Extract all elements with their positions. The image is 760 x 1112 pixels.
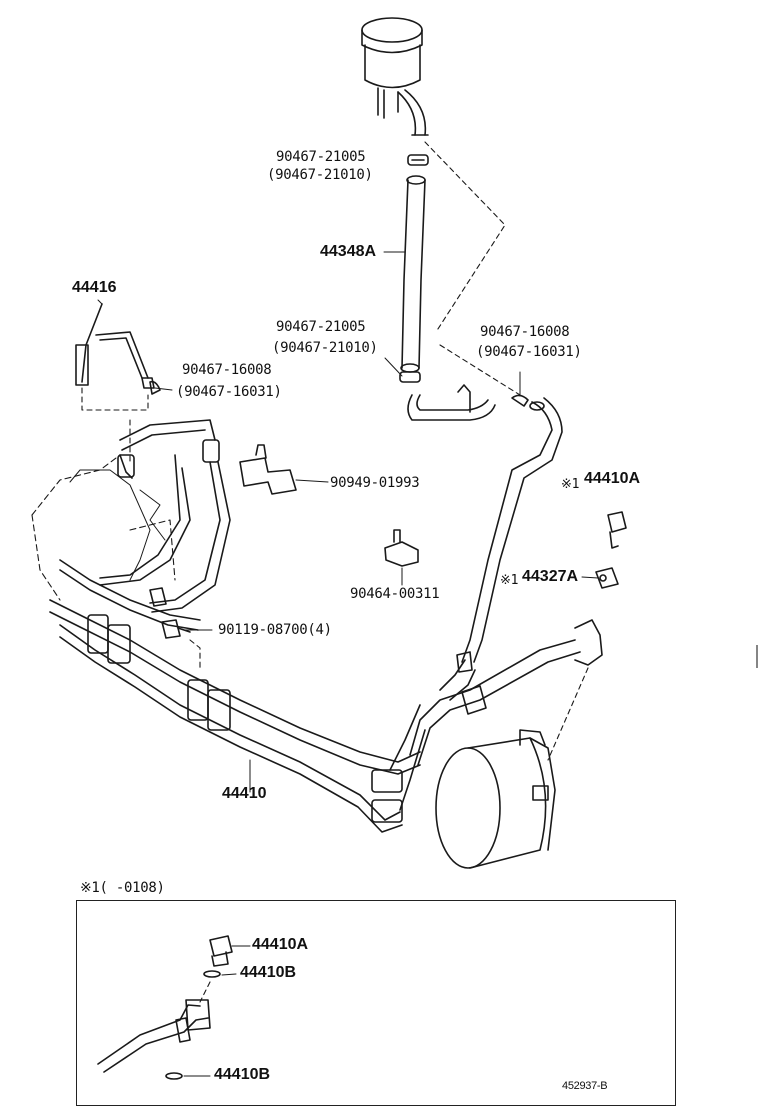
label-return-hose: 44348A bbox=[320, 243, 377, 260]
suction-hose bbox=[461, 397, 563, 663]
leader-lines-upper bbox=[424, 141, 521, 396]
label-clamp-90464: 90464-00311 bbox=[350, 586, 440, 602]
label-tube-44416: 44416 bbox=[72, 279, 117, 296]
mid-hose-clamp bbox=[399, 371, 421, 383]
engine-block bbox=[69, 469, 166, 581]
upper-hose-clamp bbox=[407, 154, 429, 166]
label-union-bolt-mark: ※1 bbox=[561, 477, 580, 492]
return-hose bbox=[400, 175, 426, 373]
inset-gasket-top bbox=[203, 970, 221, 978]
steering-pump-housing bbox=[435, 729, 556, 869]
reservoir-tank bbox=[361, 17, 429, 136]
pressure-tube-assembly bbox=[49, 419, 603, 833]
label-clamp-mid: 90467-21005 bbox=[276, 319, 366, 335]
left-clamp bbox=[149, 380, 161, 395]
label-union-bolt: 44410A bbox=[584, 470, 641, 487]
label-bolt: 90119-08700(4) bbox=[218, 622, 332, 638]
label-inset-bolt: 44410A bbox=[252, 936, 309, 953]
label-gasket-mark: ※1 bbox=[500, 573, 519, 588]
label-clamp-right: 90467-16008 bbox=[480, 324, 570, 340]
return-pipe bbox=[407, 384, 496, 421]
leader-lines-left bbox=[81, 387, 149, 466]
inset-detail-box bbox=[76, 900, 676, 1106]
label-clamp-right-alt: (90467-16031) bbox=[476, 344, 582, 360]
label-pressure-tube: 44410 bbox=[222, 785, 267, 802]
label-clamp-90949: 90949-01993 bbox=[330, 475, 420, 491]
label-inset-note: ※1( -0108) bbox=[80, 880, 165, 896]
clamp-90949 bbox=[239, 444, 297, 495]
inset-leader bbox=[199, 981, 211, 1003]
clamp-90464 bbox=[384, 529, 419, 567]
label-clamp-left: 90467-16008 bbox=[182, 362, 272, 378]
label-inset-gasket-bottom: 44410B bbox=[214, 1066, 271, 1083]
inset-gasket-bottom bbox=[165, 1072, 183, 1080]
right-hose-clamp bbox=[511, 394, 529, 407]
label-gasket: 44327A bbox=[522, 568, 579, 585]
label-clamp-upper-alt: (90467-21010) bbox=[267, 167, 373, 183]
gasket-44327a bbox=[595, 567, 619, 589]
inset-tube bbox=[97, 999, 211, 1073]
inset-union-bolt bbox=[209, 935, 233, 967]
label-diagram-number: 452937-B bbox=[562, 1080, 608, 1092]
bolt-90119 bbox=[161, 619, 191, 639]
engine-outline bbox=[31, 454, 176, 601]
label-clamp-left-alt: (90467-16031) bbox=[176, 384, 282, 400]
leader-lines-bolt bbox=[189, 639, 201, 671]
label-leaders bbox=[97, 251, 599, 1077]
label-clamp-upper: 90467-21005 bbox=[276, 149, 366, 165]
label-inset-gasket-top: 44410B bbox=[240, 964, 297, 981]
label-clamp-mid-alt: (90467-21010) bbox=[272, 340, 378, 356]
union-bolt-44410a bbox=[607, 511, 627, 549]
tube-44416 bbox=[75, 303, 155, 389]
leader-lines-pump bbox=[547, 667, 589, 761]
